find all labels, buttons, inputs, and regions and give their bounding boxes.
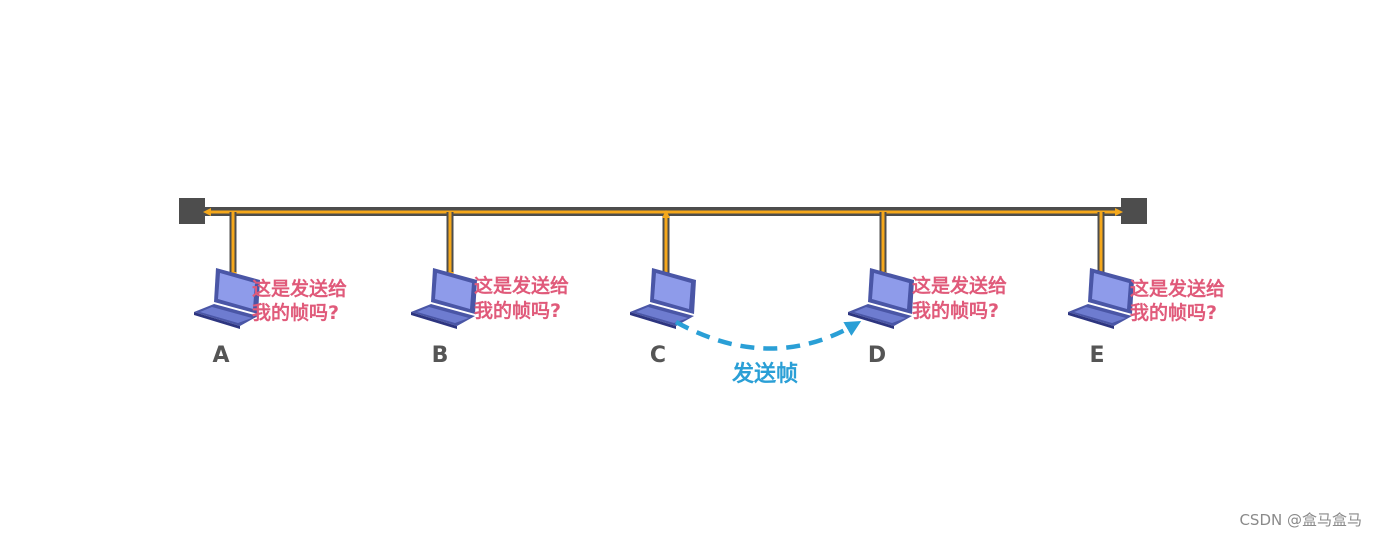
question-a-line2: 我的帧吗? xyxy=(252,301,339,324)
laptop-icon xyxy=(630,268,696,329)
send-frame-label: 发送帧 xyxy=(731,361,798,387)
laptop-icon xyxy=(411,268,477,329)
question-d-line2: 我的帧吗? xyxy=(912,299,999,322)
bus-terminator-icon xyxy=(1121,198,1147,224)
question-a-line1: 这是发送给 xyxy=(252,277,347,300)
question-e-line2: 我的帧吗? xyxy=(1130,301,1217,324)
watermark: CSDN @盒马盒马 xyxy=(1239,511,1362,529)
node-label-d: D xyxy=(868,343,886,368)
laptop-icon xyxy=(848,268,914,329)
node-label-c: C xyxy=(650,343,666,368)
bus-terminator-icon xyxy=(179,198,205,224)
node-label-a: A xyxy=(212,343,229,368)
question-b-line1: 这是发送给 xyxy=(474,274,569,297)
question-b-line2: 我的帧吗? xyxy=(474,299,561,322)
question-e-line1: 这是发送给 xyxy=(1130,277,1225,300)
laptop-icon xyxy=(194,268,260,329)
node-label-b: B xyxy=(432,343,449,368)
node-label-e: E xyxy=(1089,343,1104,368)
laptop-icon xyxy=(1068,268,1134,329)
send-frame-arrow xyxy=(674,320,862,351)
question-d-line1: 这是发送给 xyxy=(912,274,1007,297)
